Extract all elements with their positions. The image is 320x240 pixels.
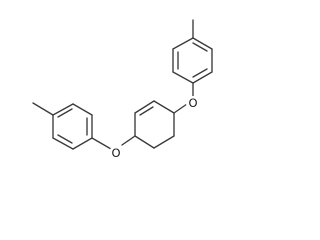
lower-tolyl-ring bbox=[32, 102, 93, 150]
bond bbox=[72, 137, 93, 150]
upper-tolyl-ring bbox=[172, 19, 213, 84]
oxygen-label: O bbox=[111, 146, 120, 160]
double-bond-inner bbox=[192, 68, 208, 78]
bond bbox=[192, 37, 213, 50]
bond bbox=[192, 71, 213, 84]
bond bbox=[134, 135, 155, 149]
bond bbox=[52, 103, 74, 116]
bond bbox=[91, 137, 112, 150]
bond bbox=[173, 103, 188, 114]
bond bbox=[172, 71, 194, 84]
bond bbox=[153, 135, 175, 149]
bond bbox=[172, 37, 194, 50]
chemical-structure-diagram: O O bbox=[32, 19, 213, 160]
atom-label-oxygen-upper: O bbox=[186, 96, 200, 110]
bond bbox=[72, 103, 93, 116]
atom-label-oxygen-lower: O bbox=[109, 146, 123, 160]
cyclohexene-ring bbox=[134, 100, 175, 149]
double-bond-inner bbox=[57, 134, 73, 144]
double-bond-inner bbox=[57, 108, 73, 118]
methyl-bond bbox=[32, 102, 54, 116]
bond bbox=[153, 100, 175, 114]
oxygen-label: O bbox=[188, 96, 197, 110]
double-bond-inner bbox=[192, 42, 208, 52]
double-bond-inner bbox=[139, 106, 154, 116]
bond bbox=[121, 135, 136, 146]
bond bbox=[52, 137, 74, 150]
bond bbox=[134, 100, 155, 114]
